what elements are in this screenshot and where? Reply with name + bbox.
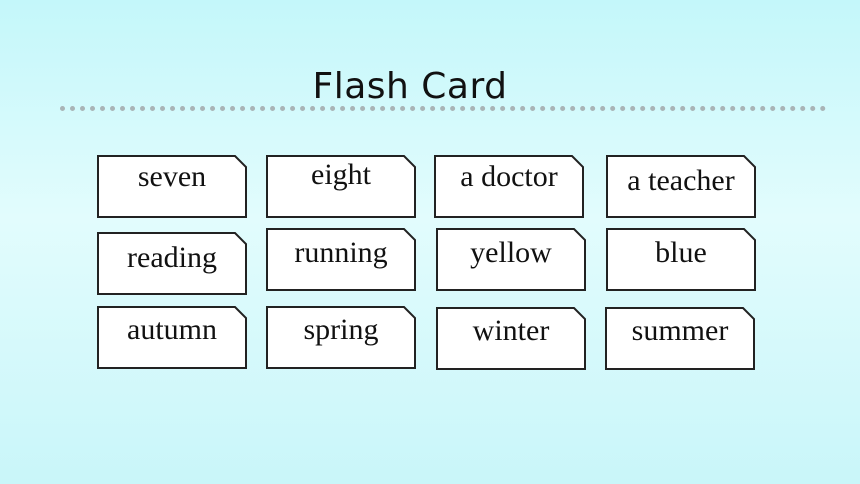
card-shape xyxy=(436,307,586,370)
flash-card-eight[interactable]: eight xyxy=(266,155,416,218)
card-shape xyxy=(606,155,756,218)
slide-title: Flash Card xyxy=(312,66,508,107)
card-shape xyxy=(436,228,586,291)
card-shape xyxy=(97,232,247,295)
card-shape xyxy=(266,155,416,218)
flash-card-winter[interactable]: winter xyxy=(436,307,586,370)
card-shape xyxy=(606,228,756,291)
card-shape xyxy=(266,228,416,291)
card-word: a doctor xyxy=(460,160,558,193)
card-word: blue xyxy=(655,236,707,269)
card-word: running xyxy=(294,236,388,269)
card-shape xyxy=(97,155,247,218)
card-word: yellow xyxy=(470,236,552,269)
flash-card-a-teacher[interactable]: a teacher xyxy=(606,155,756,218)
card-word: winter xyxy=(472,314,550,347)
card-shape xyxy=(434,155,584,218)
card-word: seven xyxy=(137,160,207,193)
card-word: spring xyxy=(303,313,379,346)
flash-card-running[interactable]: running xyxy=(266,228,416,291)
card-word: summer xyxy=(631,314,729,347)
card-word: autumn xyxy=(127,313,217,346)
card-shape xyxy=(97,306,247,369)
flash-card-autumn[interactable]: autumn xyxy=(97,306,247,369)
flash-card-reading[interactable]: reading xyxy=(97,232,247,295)
card-shape xyxy=(605,307,755,370)
card-shape xyxy=(266,306,416,369)
card-word: reading xyxy=(127,241,217,274)
flash-card-a-doctor[interactable]: a doctor xyxy=(434,155,584,218)
flash-card-summer[interactable]: summer xyxy=(605,307,755,370)
card-word: a teacher xyxy=(627,164,735,197)
flash-card-blue[interactable]: blue xyxy=(606,228,756,291)
card-word: eight xyxy=(311,158,371,191)
dotted-divider xyxy=(60,106,826,111)
flash-card-yellow[interactable]: yellow xyxy=(436,228,586,291)
flash-card-seven[interactable]: seven xyxy=(97,155,247,218)
flash-card-spring[interactable]: spring xyxy=(266,306,416,369)
